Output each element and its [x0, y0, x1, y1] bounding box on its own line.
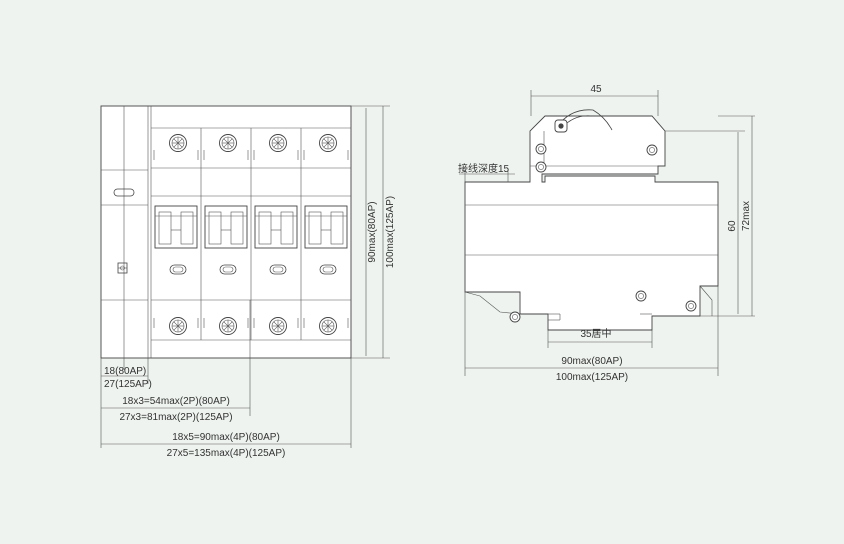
terminal-screw-icon [319, 134, 337, 152]
screw-icon [635, 290, 647, 302]
dim-top-45: 45 [590, 84, 602, 95]
dim-wiring-depth: 接线深度15 [458, 162, 510, 175]
terminal-screw-icon [319, 317, 337, 335]
pole-3 [253, 134, 299, 335]
side-view [464, 109, 719, 331]
dim-72: 72max [741, 201, 752, 231]
screw-icon [509, 311, 521, 323]
dim-2p-125: 27x3=81max(2P)(125AP) [119, 412, 232, 423]
terminal-screw-icon [169, 317, 187, 335]
dim-4p-125: 27x5=135max(4P)(125AP) [167, 448, 286, 459]
screw-icon [646, 144, 658, 156]
pole-1 [153, 134, 199, 335]
terminal-screw-icon [219, 134, 237, 152]
screw-icon [535, 143, 547, 155]
dim-pole-80: 18(80AP) [104, 366, 146, 377]
side-view-dimensions: 45 接线深度15 60 72max 35居中 90max(80AP) 100m… [458, 84, 755, 383]
terminal-screw-icon [269, 317, 287, 335]
pole-2 [203, 134, 249, 335]
pole-4 [303, 134, 349, 335]
dim-rail-35: 35居中 [580, 327, 611, 340]
dim-height-125: 100max(125AP) [385, 196, 396, 268]
dim-60: 60 [727, 220, 738, 232]
front-view [100, 105, 352, 359]
dim-depth-125: 100max(125AP) [556, 372, 628, 383]
dim-2p-80: 18x3=54max(2P)(80AP) [122, 396, 230, 407]
dim-depth-80: 90max(80AP) [561, 356, 622, 367]
front-view-dimensions: 90max(80AP) 100max(125AP) 18(80AP) 27(12… [100, 105, 396, 459]
terminal-screw-icon [169, 134, 187, 152]
dim-pole-125: 27(125AP) [104, 379, 152, 390]
screw-icon [535, 161, 547, 173]
screw-icon [685, 300, 697, 312]
terminal-screw-icon [219, 317, 237, 335]
terminal-screw-icon [269, 134, 287, 152]
dim-4p-80: 18x5=90max(4P)(80AP) [172, 432, 280, 443]
dim-height-80: 90max(80AP) [367, 201, 378, 262]
